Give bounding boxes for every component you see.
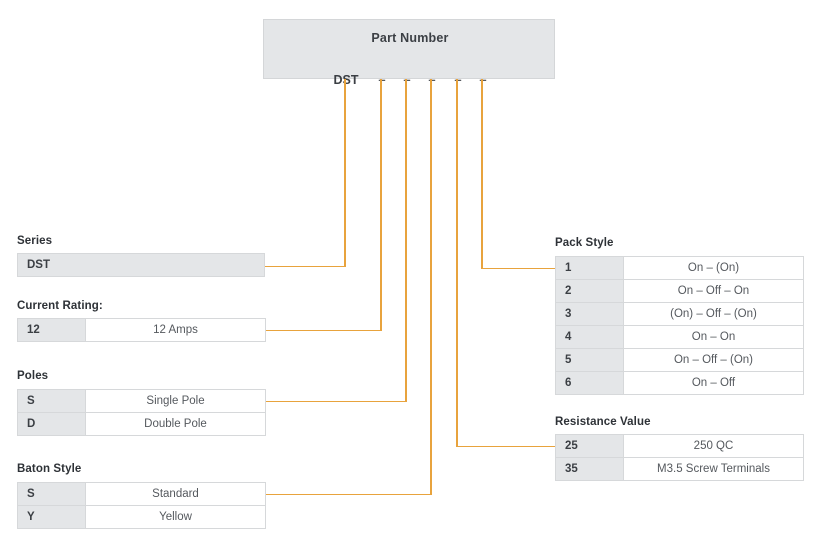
table-row: 3 (On) – Off – (On)	[555, 302, 804, 326]
pack-style-code-5: 5	[555, 348, 624, 372]
connector-current-rating-vertical	[380, 79, 382, 331]
connector-pack-style-vertical	[481, 79, 483, 269]
pack-style-code-4: 4	[555, 325, 624, 349]
connector-poles-vertical	[405, 79, 407, 402]
part-number-dash-1: –	[378, 72, 386, 87]
baton-style-value-y: Yellow	[85, 505, 266, 529]
table-row: S Single Pole	[17, 389, 266, 413]
group-label-current-rating: Current Rating:	[17, 300, 103, 312]
poles-value-d: Double Pole	[85, 412, 266, 436]
current-rating-value-12: 12 Amps	[85, 318, 266, 342]
connector-series-vertical	[344, 79, 346, 267]
table-row: 12 12 Amps	[17, 318, 266, 342]
group-label-pack-style: Pack Style	[555, 237, 614, 249]
connector-pack-style-horizontal	[481, 267, 556, 270]
part-number-dash-5: –	[479, 72, 487, 87]
series-code-cell: DST	[17, 253, 265, 277]
table-row: 5 On – Off – (On)	[555, 348, 804, 372]
baton-style-code-y: Y	[17, 505, 86, 529]
table-pack-style: 1 On – (On) 2 On – Off – On 3 (On) – Off…	[555, 256, 804, 395]
table-current-rating: 12 12 Amps	[17, 318, 266, 342]
table-row: DST	[17, 253, 265, 277]
table-row: 4 On – On	[555, 325, 804, 349]
connector-resistance-value-vertical	[456, 79, 458, 447]
table-row: D Double Pole	[17, 412, 266, 436]
pack-style-code-6: 6	[555, 371, 624, 395]
pack-style-code-3: 3	[555, 302, 624, 326]
resistance-value-value-25: 250 QC	[623, 434, 804, 458]
baton-style-code-s: S	[17, 482, 86, 506]
resistance-value-code-25: 25	[555, 434, 624, 458]
connector-poles-horizontal	[265, 400, 406, 403]
table-row: 1 On – (On)	[555, 256, 804, 280]
part-number-segments: DST – – – – –	[264, 73, 556, 93]
part-number-dash-4: –	[454, 72, 462, 87]
connector-baton-style-horizontal	[265, 493, 431, 496]
connector-current-rating-horizontal	[265, 329, 381, 332]
part-number-dash-3: –	[428, 72, 436, 87]
baton-style-value-s: Standard	[85, 482, 266, 506]
table-series: DST	[17, 253, 265, 277]
group-label-series: Series	[17, 235, 53, 247]
pack-style-value-1: On – (On)	[623, 256, 804, 280]
poles-code-s: S	[17, 389, 86, 413]
table-row: 35 M3.5 Screw Terminals	[555, 457, 804, 481]
group-label-baton-style: Baton Style	[17, 463, 82, 475]
pack-style-value-5: On – Off – (On)	[623, 348, 804, 372]
resistance-value-code-35: 35	[555, 457, 624, 481]
table-row: Y Yellow	[17, 505, 266, 529]
current-rating-code-12: 12	[17, 318, 86, 342]
poles-value-s: Single Pole	[85, 389, 266, 413]
group-label-resistance-value: Resistance Value	[555, 416, 651, 428]
table-row: 2 On – Off – On	[555, 279, 804, 303]
connector-baton-style-vertical	[430, 79, 432, 495]
table-poles: S Single Pole D Double Pole	[17, 389, 266, 436]
pack-style-value-6: On – Off	[623, 371, 804, 395]
part-number-prefix: DST	[333, 73, 359, 87]
table-row: 25 250 QC	[555, 434, 804, 458]
pack-style-value-3: (On) – Off – (On)	[623, 302, 804, 326]
pack-style-code-1: 1	[555, 256, 624, 280]
part-number-box: Part Number DST – – – – –	[263, 19, 555, 87]
table-baton-style: S Standard Y Yellow	[17, 482, 266, 529]
connector-series-horizontal	[265, 265, 345, 268]
pack-style-value-2: On – Off – On	[623, 279, 804, 303]
connector-resistance-value-horizontal	[456, 445, 556, 448]
table-row: S Standard	[17, 482, 266, 506]
part-number-title: Part Number	[371, 31, 449, 45]
pack-style-value-4: On – On	[623, 325, 804, 349]
table-resistance-value: 25 250 QC 35 M3.5 Screw Terminals	[555, 434, 804, 481]
table-row: 6 On – Off	[555, 371, 804, 395]
group-label-poles: Poles	[17, 370, 49, 382]
part-number-dash-2: –	[403, 72, 411, 87]
resistance-value-value-35: M3.5 Screw Terminals	[623, 457, 804, 481]
poles-code-d: D	[17, 412, 86, 436]
pack-style-code-2: 2	[555, 279, 624, 303]
